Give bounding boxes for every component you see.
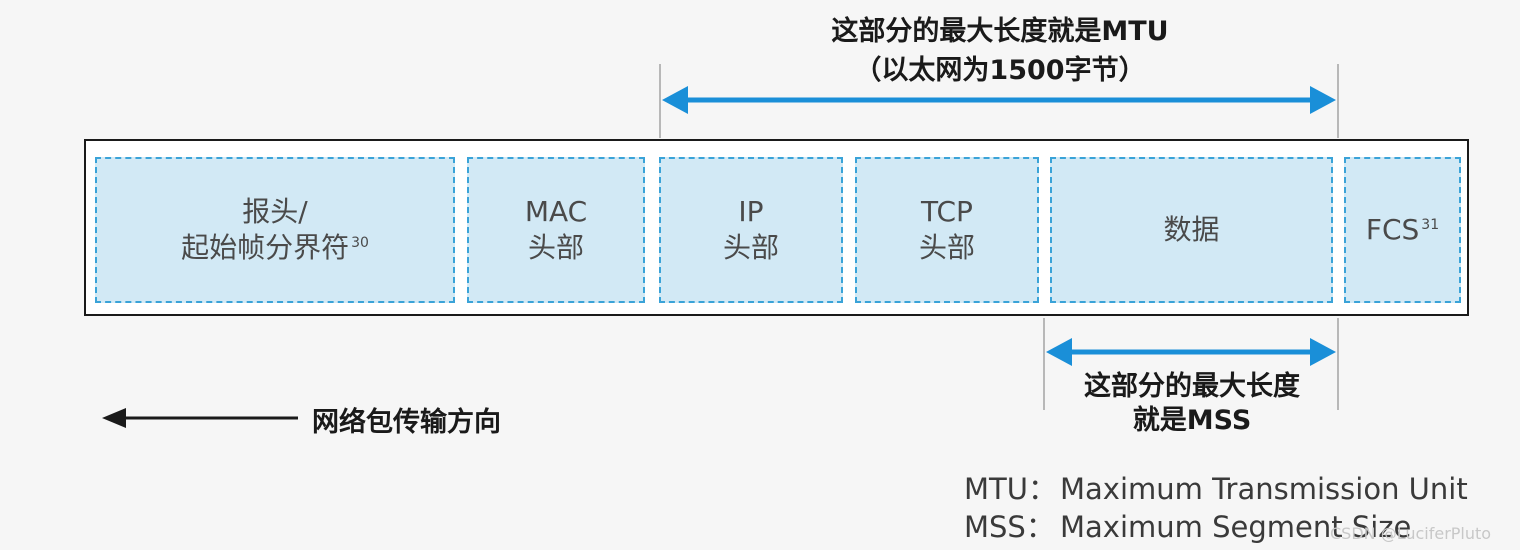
- legend-mss: MSS：Maximum Segment Size: [964, 504, 1411, 546]
- segment-data: 数据: [1050, 157, 1333, 303]
- segment-mac-header: MAC 头部: [467, 157, 645, 303]
- segment-preamble-line1: 报头/: [242, 195, 308, 228]
- segment-ip-line1: IP: [738, 195, 764, 228]
- mtu-arrow-right-head: [1310, 86, 1336, 114]
- direction-arrow-head: [102, 408, 126, 428]
- segment-ip-header: IP 头部: [659, 157, 843, 303]
- legend-mss-text: Maximum Segment Size: [1060, 510, 1412, 544]
- mss-subtitle: 就是MSS: [1132, 405, 1252, 436]
- segment-mac-line1: MAC: [524, 195, 588, 228]
- segment-tcp-line2: 头部: [918, 231, 975, 264]
- segment-mac-line2: 头部: [527, 231, 584, 264]
- legend-mtu-abbr: MTU：: [964, 472, 1057, 506]
- footnote-30: 30: [351, 234, 369, 251]
- mss-arrow-right-head: [1310, 338, 1336, 366]
- legend-mss-abbr: MSS：: [964, 510, 1055, 544]
- legend-mtu: MTU：Maximum Transmission Unit: [964, 466, 1468, 508]
- segment-ip-line2: 头部: [722, 231, 779, 264]
- legend-mtu-text: Maximum Transmission Unit: [1060, 472, 1468, 506]
- mss-title: 这部分的最大长度: [1084, 371, 1300, 402]
- segment-data-label: 数据: [1163, 213, 1220, 246]
- watermark: CSDN @LuciferPluto: [1330, 524, 1492, 543]
- segment-tcp-header: TCP 头部: [855, 157, 1039, 303]
- mss-arrow-left-head: [1046, 338, 1072, 366]
- mtu-title: 这部分的最大长度就是MTU: [831, 16, 1169, 47]
- direction-label: 网络包传输方向: [312, 407, 501, 438]
- footnote-31: 31: [1421, 216, 1440, 233]
- segment-tcp-line1: TCP: [921, 195, 973, 228]
- mtu-arrow-left-head: [662, 86, 688, 114]
- mtu-subtitle: （以太网为1500字节）: [854, 55, 1146, 86]
